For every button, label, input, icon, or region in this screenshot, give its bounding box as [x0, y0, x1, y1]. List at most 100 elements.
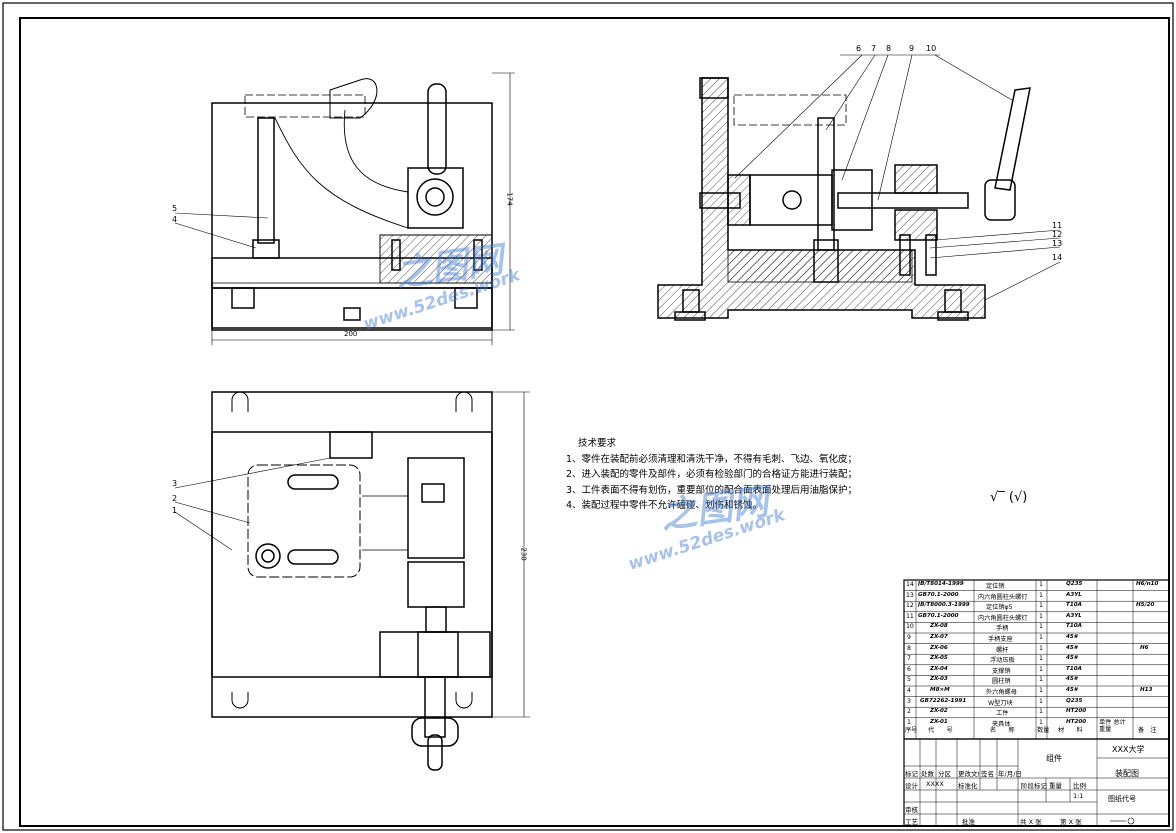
callout-2: 2 — [172, 494, 178, 503]
bom-qty: 1 — [1039, 718, 1043, 726]
bom-header-material: 材 料 — [1058, 727, 1083, 734]
bom-no: 6 — [907, 665, 911, 673]
bom-qty: 1 — [1039, 676, 1043, 684]
technical-requirements: 技术要求 1、零件在装配前必须清理和清洗干净，不得有毛刺、飞边、氧化皮； 2、进… — [566, 436, 886, 514]
bom-qty: 1 — [1039, 623, 1043, 631]
bom-name: 支撑销 — [992, 667, 1011, 675]
bom-header-code: 代 号 — [928, 727, 953, 734]
title-weight: 重量 — [1049, 782, 1062, 790]
title-scale-label: 比例 — [1073, 782, 1086, 790]
roughness-symbol: √‾ (√) — [990, 490, 1028, 505]
bom-name: 内六角圆柱头螺钉 — [978, 593, 1028, 601]
bom-header-name: 名 称 — [990, 727, 1015, 734]
bom-header-note: 备 注 — [1138, 727, 1157, 734]
title-drawing-name: 装配图 — [1115, 769, 1139, 778]
callout-4: 4 — [172, 215, 178, 224]
dim-top-height: 230 — [519, 547, 528, 561]
bom-no: 12 — [906, 602, 914, 610]
bom-name: 外六角螺母 — [986, 689, 1017, 696]
tb-sheets: 共 X 张 — [1020, 818, 1042, 826]
bom-name: 工件 — [996, 710, 1009, 718]
bom-code: GB72262-1991 — [920, 697, 967, 704]
tech-req-item: 1、零件在装配前必须清理和清洗干净，不得有毛刺、飞边、氧化皮； — [566, 453, 858, 465]
bom-no: 1 — [907, 718, 911, 726]
tb-zone: 分区 — [938, 770, 951, 778]
bom-no: 2 — [907, 708, 911, 716]
bom-name: W型刀块 — [988, 699, 1013, 707]
bom-material: A3YL — [1066, 612, 1082, 619]
bom-header-no: 序号 — [905, 727, 918, 734]
tb-change-doc: 更改文件号 — [958, 770, 979, 778]
side-leaders — [734, 54, 1061, 301]
bom-name: 定位销 — [986, 583, 1005, 590]
bom-no: 13 — [906, 591, 914, 599]
bom-material: 45# — [1066, 655, 1078, 662]
bom-note: H5/20 — [1136, 602, 1155, 609]
bom-note: H6/n10 — [1136, 581, 1159, 587]
bom-name: 浮动压板 — [990, 657, 1015, 665]
bom-header-weight: 单件 总计 重量 — [1099, 719, 1126, 733]
callout-14: 14 — [1052, 253, 1063, 262]
top-view — [211, 391, 493, 771]
bom-material: T10A — [1066, 665, 1082, 672]
bom-code: JB/T8014-1999 — [918, 581, 964, 587]
bom-code: ZX-01 — [930, 718, 948, 725]
bom-qty: 1 — [1039, 708, 1043, 716]
bom-name: 圆柱销 — [992, 678, 1011, 686]
dim-front-width: 200 — [344, 330, 358, 338]
tech-req-item: 2、进入装配的零件及部件，必须有检验部门的合格证方能进行装配； — [566, 469, 858, 481]
bom-note: H13 — [1140, 687, 1153, 693]
bom-code: GB70.1-2000 — [918, 591, 959, 598]
tb-mark: 标记 — [905, 770, 918, 778]
callout-1: 1 — [172, 506, 178, 515]
bom-material: A3YL — [1066, 591, 1082, 598]
bom-no: 3 — [907, 697, 911, 705]
tech-req-item: 4、装配过程中零件不允许磕碰、划伤和锈蚀。 — [566, 500, 763, 512]
tech-req-item: 3、工件表面不得有划伤，重要部位的配合面表面处理后用油脂保护； — [566, 484, 858, 496]
bom-qty: 1 — [1039, 655, 1043, 663]
front-dimensions — [174, 72, 515, 345]
title-drawing-code: 图纸代号 — [1108, 795, 1136, 803]
bom-qty: 1 — [1039, 591, 1043, 599]
callout-10: 10 — [926, 44, 937, 53]
bom-material: T10A — [1066, 602, 1082, 609]
tb-count: 处数 — [921, 770, 934, 778]
bom-no: 8 — [907, 644, 911, 652]
title-scale: 1:1 — [1073, 792, 1084, 800]
bom-name: 定位销φ5 — [986, 604, 1013, 612]
bom-material: HT200 — [1066, 718, 1087, 725]
bom-code: JB/T8000.3-1999 — [918, 602, 970, 609]
bom-no: 10 — [906, 623, 914, 631]
bom-material: 45# — [1066, 687, 1078, 693]
bom-material: 45# — [1066, 676, 1078, 683]
bom-material: T10A — [1066, 623, 1082, 630]
bom-code: ZX-03 — [930, 676, 948, 683]
tb-date: 年/月/日 — [998, 770, 1022, 778]
bom-qty: 1 — [1039, 634, 1043, 641]
tb-review: 审核 — [905, 806, 918, 814]
bom-qty: 1 — [1039, 665, 1043, 673]
bom-material: Q235 — [1066, 697, 1083, 704]
callout-5: 5 — [172, 204, 178, 213]
bom-code: ZX-06 — [930, 644, 948, 651]
bom-qty: 1 — [1039, 644, 1043, 652]
callout-9: 9 — [909, 44, 915, 53]
dim-front-height: 174 — [505, 192, 514, 206]
title-stage-mark: 阶段标记 — [1021, 782, 1047, 790]
callout-3: 3 — [172, 479, 178, 488]
bom-code: ZX-07 — [930, 634, 948, 640]
side-view — [657, 77, 1031, 321]
title-block-grid — [903, 738, 1170, 827]
bom-code: ZX-04 — [930, 665, 948, 672]
callout-11: 11 — [1052, 221, 1063, 230]
tb-designer: 设计 — [905, 782, 918, 790]
title-school: XXX大学 — [1112, 745, 1145, 754]
callout-13: 13 — [1052, 239, 1063, 248]
bom-qty: 1 — [1039, 581, 1043, 588]
callout-6: 6 — [856, 44, 862, 53]
tb-std: 标准化 — [958, 782, 978, 790]
bom-qty: 1 — [1039, 602, 1043, 610]
tb-sheet-no: 第 X 张 — [1060, 818, 1082, 826]
